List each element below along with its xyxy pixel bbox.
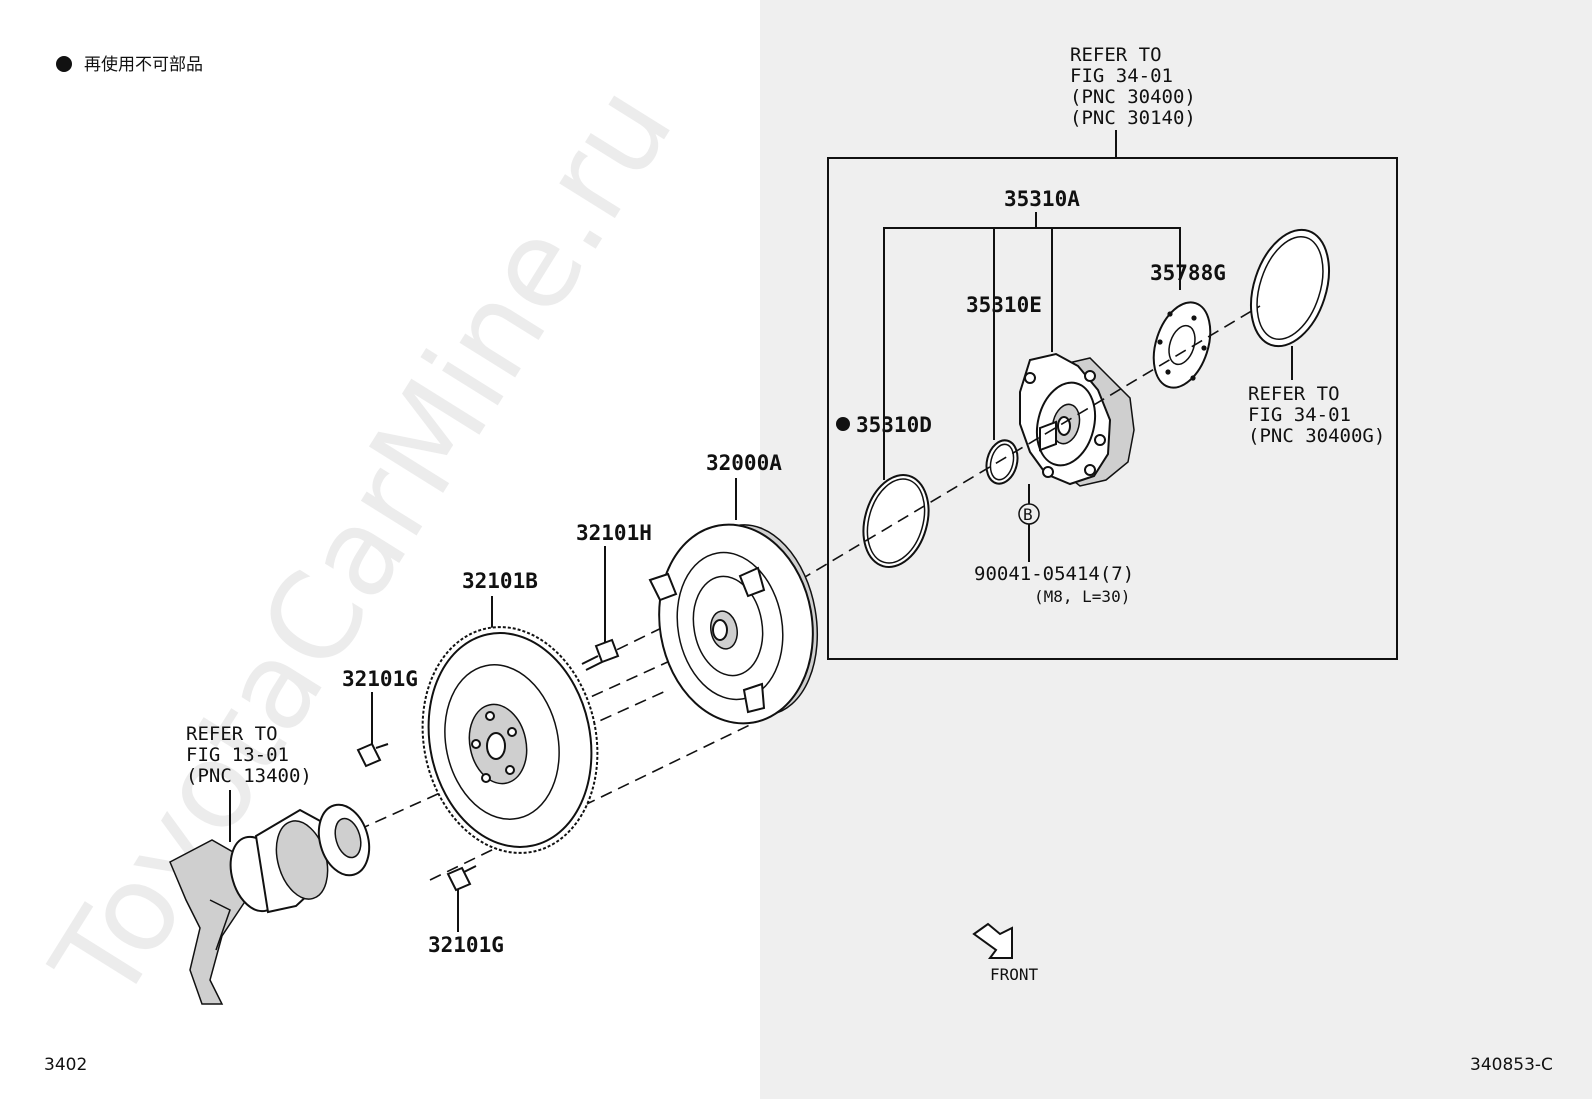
front-label: FRONT [990,965,1039,984]
label-bolt-part: 90041-05414(7) [974,563,1134,585]
bolt-32101G-bottom [446,865,477,892]
label-35310D: 35310D [856,413,932,437]
label-bolt-spec: (M8, L=30) [1034,587,1130,606]
refer-right: REFER TO FIG 34-01 (PNC 30400G) [1248,383,1385,447]
bolt-32101H [581,638,620,671]
oil-pump-group-box [827,157,1398,660]
corner-code-right: 340853-C [1470,1055,1553,1075]
crankshaft [169,803,371,1005]
bolt-32101G-top [356,742,389,768]
gasket-35788G [1152,301,1212,389]
label-32101G-top: 32101G [342,667,418,691]
drive-plate-32101B [421,626,599,854]
label-32000A: 32000A [706,451,782,475]
refer-left: REFER TO FIG 13-01 (PNC 13400) [186,723,312,787]
legend-text: 再使用不可部品 [84,54,203,75]
callout-b-letter: B [1023,505,1033,524]
oil-seal-35310D [862,474,930,568]
corner-code-left: 3402 [44,1055,87,1075]
legend-dot-icon [56,56,72,72]
label-35788G: 35788G [1150,261,1226,285]
label-35310E: 35310E [966,293,1042,317]
label-35310A: 35310A [1004,187,1080,211]
refer-top: REFER TO FIG 34-01 (PNC 30400) (PNC 3014… [1070,44,1207,129]
label-32101B: 32101B [462,569,538,593]
non-reusable-marker-icon [836,417,850,431]
front-arrow-icon [972,922,1013,959]
torque-converter-32000A [648,523,819,725]
label-32101G-bottom: 32101G [428,933,504,957]
oil-pump-35310A [1019,352,1135,487]
label-32101H: 32101H [576,521,652,545]
